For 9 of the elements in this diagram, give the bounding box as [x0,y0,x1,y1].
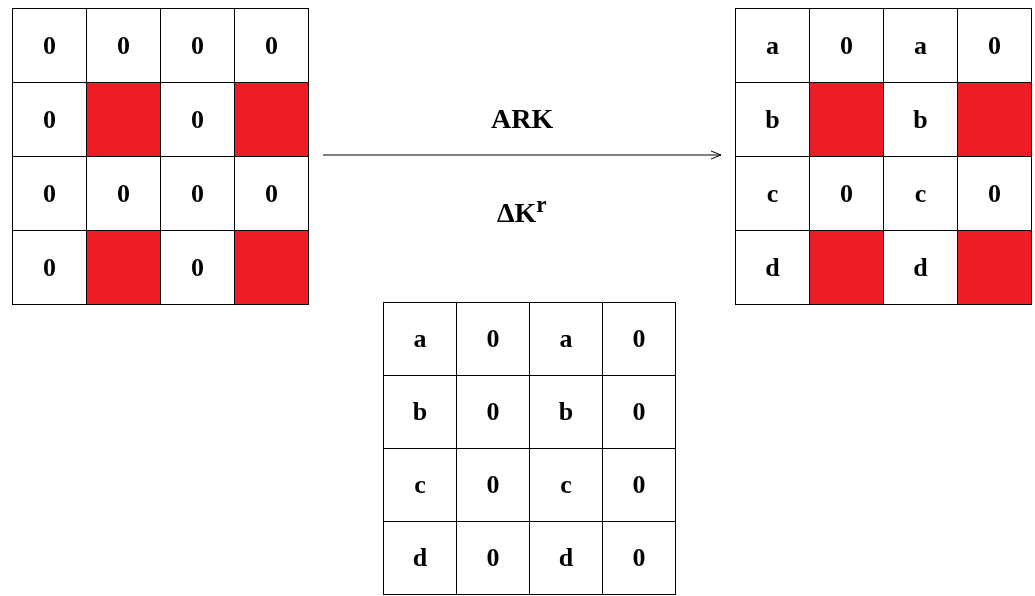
filled-cell [809,82,884,157]
filled-cell [234,82,309,157]
filled-cell [957,82,1032,157]
filled-cell [86,82,161,157]
arrow [322,150,722,160]
filled-cell [809,230,884,305]
filled-cell [86,230,161,305]
filled-cell [234,230,309,305]
filled-cell [957,230,1032,305]
